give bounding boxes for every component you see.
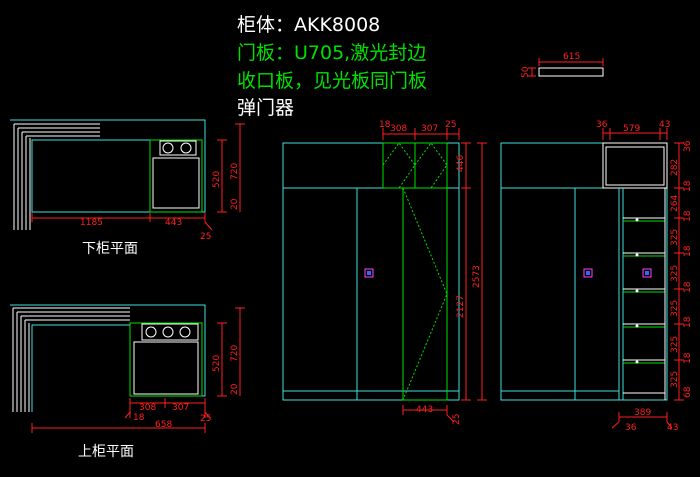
- dim-25-lower: 25: [200, 232, 211, 242]
- dim-25-front-bottom: 25: [452, 414, 462, 425]
- upper-cabinet-plan-label: 上柜平面: [78, 444, 134, 460]
- dim-264: 264: [670, 195, 680, 212]
- dim-18-d: 18: [683, 281, 693, 293]
- dim-36-right: 36: [683, 140, 693, 152]
- push-latch-front: [364, 268, 374, 278]
- dim-307-front: 307: [421, 124, 438, 134]
- dim-325-a: 325: [670, 229, 680, 246]
- front-elevation: 18 308 307 25 446 2127 2573 443 25: [282, 120, 487, 425]
- dim-308-front: 308: [390, 124, 407, 134]
- push-latch-side-1: [583, 268, 593, 278]
- trim-panel-note: 收口板，见光板同门板: [237, 70, 428, 92]
- dim-25-upper: 25: [200, 414, 211, 424]
- dim-443-front: 443: [416, 405, 433, 415]
- dim-307-upper: 307: [172, 403, 189, 413]
- trim-panel-section: 615 50: [521, 52, 604, 78]
- cooktop-burners: [159, 140, 197, 156]
- dim-325-e: 325: [670, 371, 680, 388]
- door-panel-note: 门板：U705,激光封边: [237, 42, 427, 64]
- dim-720-lower: 720: [230, 163, 240, 180]
- hood-outlets: [141, 323, 199, 341]
- dim-325-d: 325: [670, 336, 680, 353]
- dim-1185: 1185: [80, 218, 103, 228]
- dim-325-c: 325: [670, 300, 680, 317]
- dim-18-c: 18: [683, 245, 693, 257]
- dim-18-f: 18: [683, 352, 693, 364]
- dim-43-bottom: 43: [667, 423, 678, 433]
- dim-308-upper: 308: [139, 403, 156, 413]
- dim-658: 658: [155, 420, 172, 430]
- push-latch-note: 弹门器: [237, 97, 295, 119]
- dim-282: 282: [670, 159, 680, 176]
- dim-20-lower: 20: [230, 198, 240, 210]
- upper-cabinet-plan: 308 307 18 25 658 520 720 20: [10, 304, 245, 433]
- dim-18-a: 18: [683, 180, 693, 192]
- dim-25-front-top: 25: [445, 120, 456, 130]
- dim-389: 389: [634, 408, 651, 418]
- dim-520-lower: 520: [212, 171, 222, 188]
- dim-18-upper: 18: [133, 413, 145, 423]
- dim-20-upper: 20: [230, 383, 240, 395]
- dim-2573: 2573: [472, 265, 482, 288]
- cabinet-body-note: 柜体：AKK8008: [237, 14, 381, 36]
- dim-36-top: 36: [596, 120, 608, 130]
- dim-443-lower: 443: [165, 218, 182, 228]
- dim-325-b: 325: [670, 265, 680, 282]
- dim-720-upper: 720: [230, 345, 240, 362]
- dim-18-b: 18: [683, 210, 693, 222]
- dim-43-top: 43: [659, 120, 670, 130]
- dim-2127: 2127: [456, 295, 466, 318]
- dim-520-upper: 520: [212, 355, 222, 372]
- dim-579: 579: [623, 124, 640, 134]
- side-elevation: 36 579 43 36 282 18 264 18 325 18 325 18…: [500, 120, 693, 433]
- dim-446: 446: [456, 155, 466, 172]
- dim-18-e: 18: [683, 316, 693, 328]
- lower-cabinet-plan-label: 下柜平面: [82, 241, 138, 257]
- lower-cabinet-plan: 1185 443 520 720 20 25: [10, 119, 245, 242]
- dim-615: 615: [563, 52, 580, 62]
- open-shelves: [623, 188, 666, 400]
- push-latch-side-2: [642, 268, 652, 278]
- dim-50: 50: [521, 66, 531, 78]
- dim-36-bottom: 36: [625, 423, 637, 433]
- dim-68: 68: [683, 386, 693, 398]
- dim-18-front: 18: [379, 120, 391, 130]
